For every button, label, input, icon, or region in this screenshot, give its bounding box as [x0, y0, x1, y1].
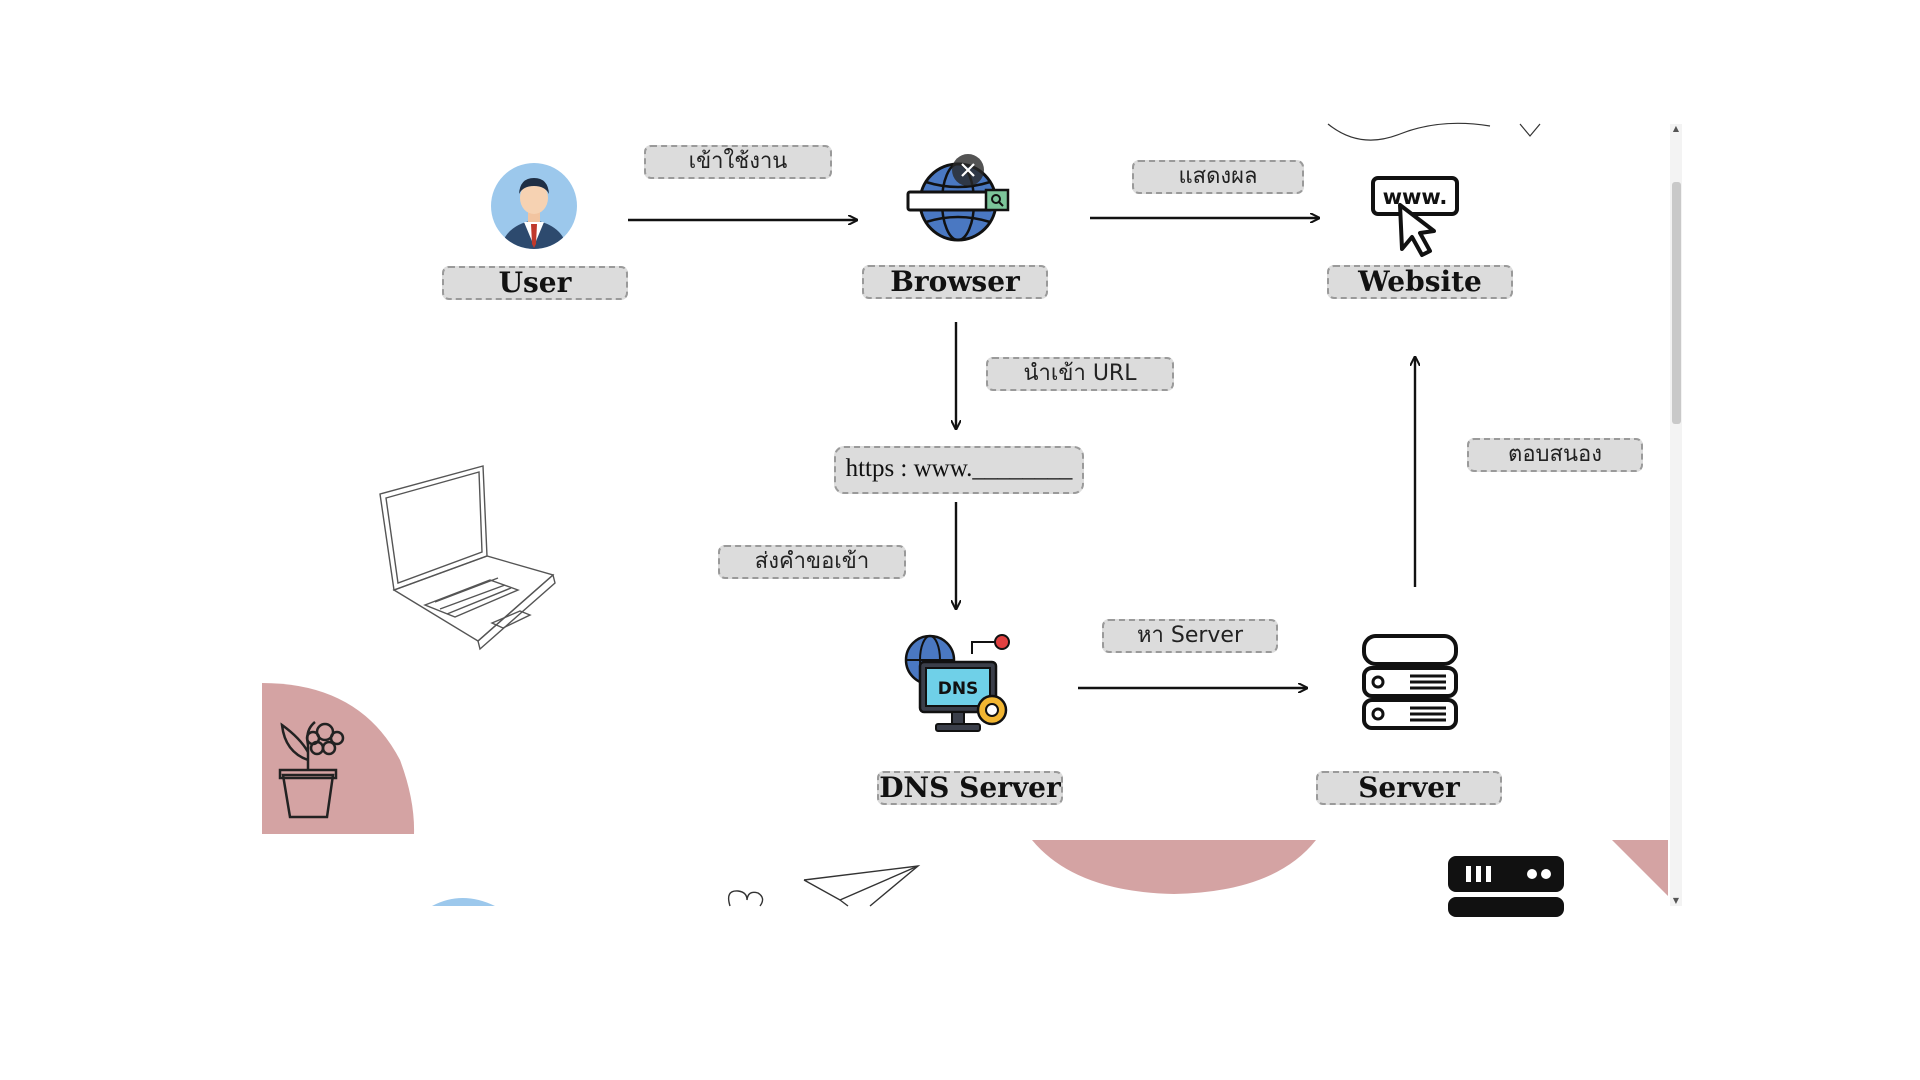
- pink-blob-left: [262, 683, 415, 834]
- edge-label-enter-url: นำเข้า URL: [986, 357, 1174, 391]
- svg-text:www.: www.: [1383, 185, 1448, 209]
- node-label-server: Server: [1316, 771, 1502, 805]
- avatar-peek: [432, 898, 495, 906]
- edge-label-display: แสดงผล: [1132, 160, 1304, 194]
- heart-doodle-top: [1519, 123, 1541, 137]
- laptop-doodle: [379, 465, 556, 651]
- server-stack-icon: [1362, 634, 1458, 730]
- url-input-box: https : www.________: [834, 446, 1084, 494]
- svg-text:DNS: DNS: [938, 679, 979, 699]
- node-label-dns-server: DNS Server: [877, 771, 1063, 805]
- edge-label-send-request: ส่งคำขอเข้า: [718, 545, 906, 579]
- pink-bowl-bottom: [1032, 840, 1316, 894]
- cloud-doodle: [1327, 122, 1491, 141]
- edge-label-access: เข้าใช้งาน: [644, 145, 832, 179]
- pink-triangle-right: [1612, 840, 1668, 896]
- flower-pot-doodle: [278, 721, 345, 819]
- node-label-website: Website: [1327, 265, 1513, 299]
- scroll-down-icon[interactable]: ▼: [1672, 896, 1680, 905]
- dns-monitor-icon: DNS: [904, 634, 1010, 732]
- server-peek-icon: [1448, 856, 1564, 917]
- edge-label-respond: ตอบสนอง: [1467, 438, 1643, 472]
- edge-label-find-server: หา Server: [1102, 619, 1278, 653]
- heart-doodle-bottom: [727, 890, 764, 907]
- close-icon[interactable]: [952, 154, 984, 186]
- scroll-up-icon[interactable]: ▲: [1672, 124, 1680, 133]
- www-cursor-icon: www.: [1371, 176, 1459, 257]
- user-avatar-icon: [491, 163, 577, 249]
- node-label-browser: Browser: [862, 265, 1048, 299]
- scrollbar-thumb[interactable]: [1672, 182, 1681, 424]
- paper-plane-doodle: [803, 865, 921, 907]
- node-label-user: User: [442, 266, 628, 300]
